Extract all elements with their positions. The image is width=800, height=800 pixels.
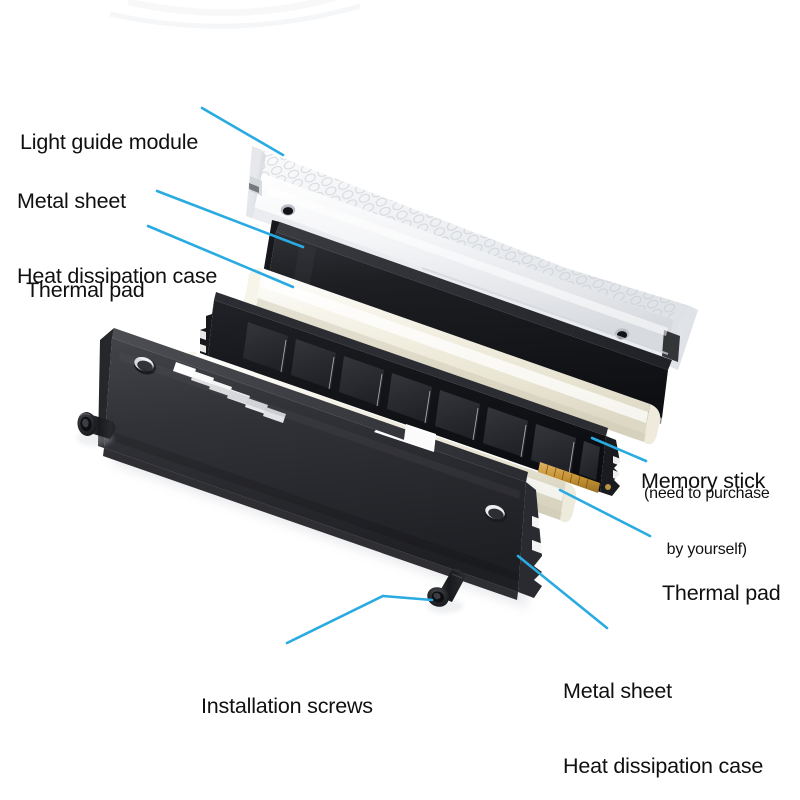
- dram-chips: [243, 322, 600, 480]
- front-plate-vent-slots: [173, 362, 286, 423]
- leader-metal-sheet-bottom: [516, 554, 609, 630]
- leader-installation-screws: [285, 594, 385, 645]
- light-guide-screw-hole-left: [280, 204, 296, 216]
- background-arc: [109, 0, 361, 29]
- label-metal-sheet-bottom: Metal sheet Heat dissipation case: [563, 678, 764, 778]
- leader-thermal-pad-left: [146, 224, 295, 289]
- label-thermal-pad-left: Thermal pad: [26, 277, 145, 302]
- part-rear-thermal-pad: [244, 267, 661, 445]
- installation-screw-upper: [77, 412, 116, 446]
- label-light-guide-module: Light guide module: [20, 129, 199, 154]
- memory-contact-fingers: [538, 462, 600, 493]
- leader-installation-screws-2: [381, 594, 434, 602]
- installation-screw-lower: [427, 568, 466, 613]
- label-memory-stick: Memory stick: [641, 468, 766, 493]
- part-front-metal-sheet: [98, 328, 543, 609]
- leader-thermal-pad-right: [558, 488, 652, 538]
- part-memory-stick: [200, 292, 621, 496]
- leader-metal-sheet-top: [155, 189, 305, 249]
- front-plate-screw-hole-top: [133, 356, 157, 375]
- leader-memory-stick: [590, 436, 648, 463]
- label-memory-stick-note: (need to purchase by yourself): [644, 485, 770, 558]
- front-plate-screw-hole-bottom: [484, 504, 508, 523]
- leader-lines: [146, 106, 652, 645]
- leader-light-guide-module: [200, 106, 285, 157]
- label-installation-screws: Installation screws: [201, 693, 373, 718]
- label-thermal-pad-right: Thermal pad: [662, 580, 781, 605]
- label-metal-sheet-top: Metal sheet Heat dissipation case: [17, 188, 218, 288]
